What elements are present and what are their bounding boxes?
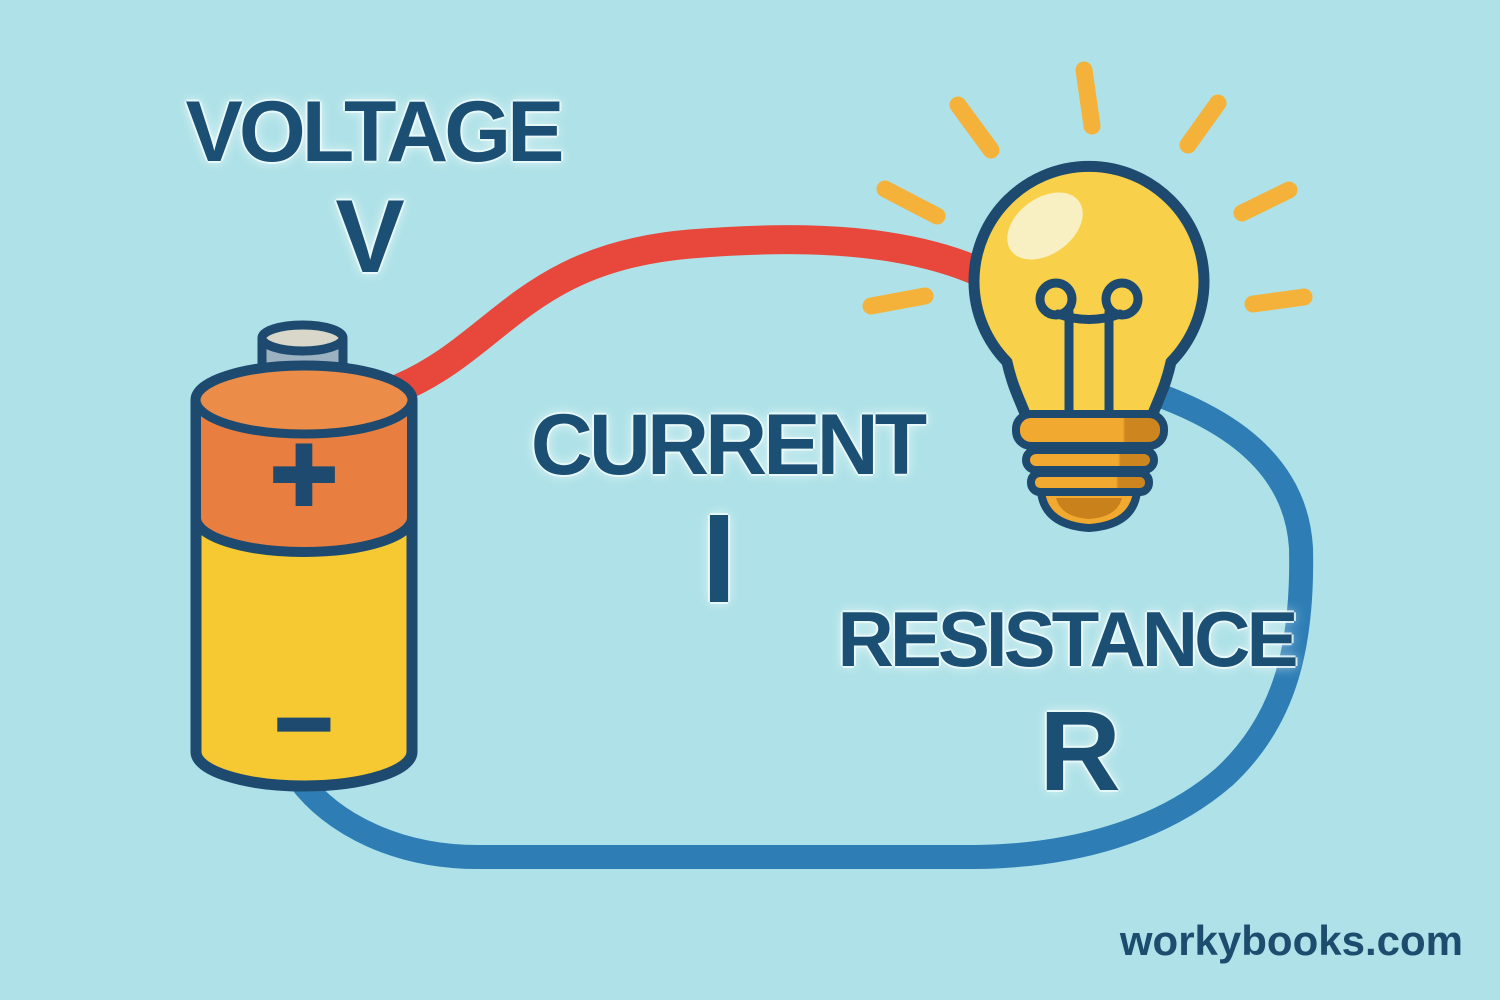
resistance-symbol: R	[1039, 688, 1121, 814]
resistance-label: RESISTANCE	[837, 595, 1299, 683]
positive-wire	[385, 225, 999, 403]
battery-icon: + −	[190, 320, 418, 792]
bulb-filament	[1035, 278, 1143, 419]
battery-plus-sign: +	[270, 410, 337, 538]
battery-terminal-top	[257, 320, 348, 356]
ray-upper-left	[949, 96, 1000, 159]
light-bulb-icon	[862, 61, 1313, 532]
bulb-base-tip-shadow	[1056, 498, 1122, 519]
bulb-base-collar	[1012, 410, 1168, 450]
current-symbol: I	[701, 488, 737, 629]
watermark: workybooks.com	[1119, 917, 1463, 964]
ray-low-right	[1244, 288, 1313, 313]
ray-mid-right	[1233, 181, 1298, 222]
negative-wire	[287, 376, 1314, 870]
ray-low-left	[862, 287, 934, 315]
current-label: CURRENT	[530, 397, 927, 493]
ray-upper-right	[1179, 94, 1227, 154]
voltage-symbol: V	[335, 179, 405, 295]
ray-mid-left	[876, 180, 946, 225]
bulb-highlight	[1007, 192, 1083, 260]
bulb-base	[1012, 410, 1168, 532]
bulb-base-thread	[1022, 446, 1158, 474]
battery-minus-sign: −	[275, 668, 333, 780]
ray-top	[1075, 61, 1101, 135]
battery-top-face	[191, 361, 417, 439]
light-rays	[862, 61, 1313, 315]
voltage-label: VOLTAGE	[185, 84, 565, 180]
